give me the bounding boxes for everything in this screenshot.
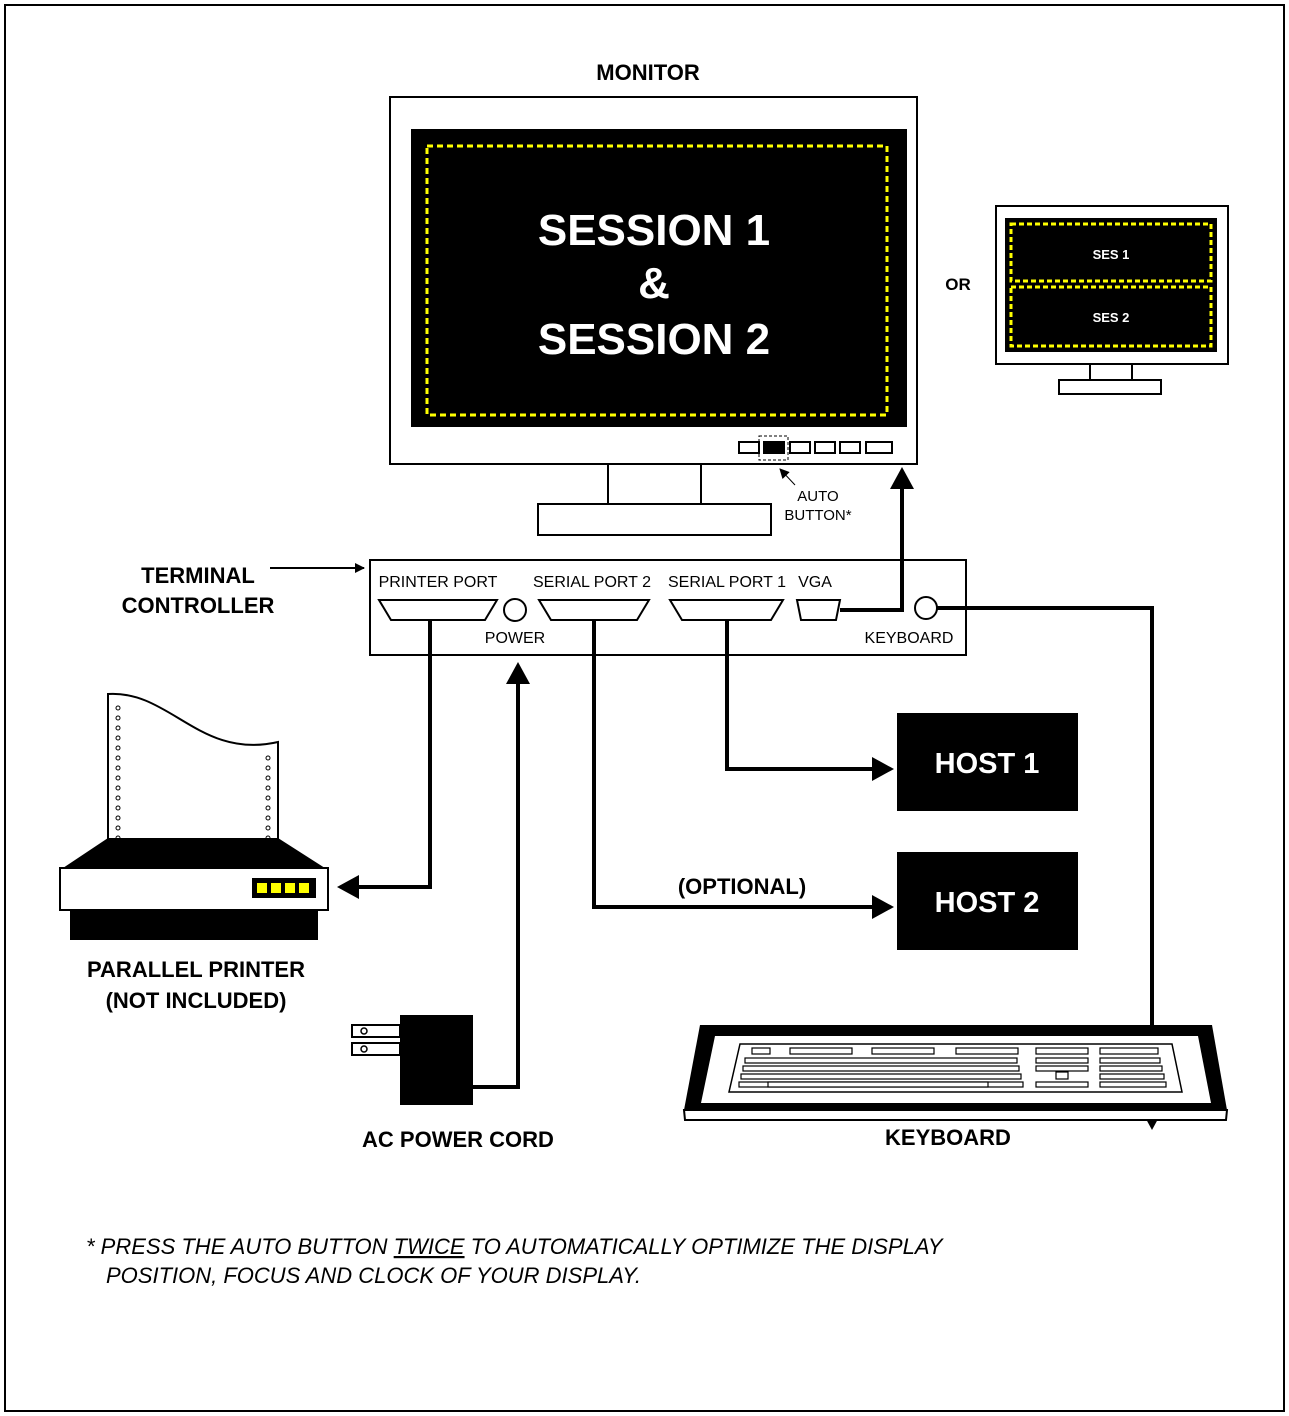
session2-label: SES 2 xyxy=(1093,310,1130,325)
monitor-neck xyxy=(607,463,702,505)
split-monitor: OR SES 1 SES 2 xyxy=(945,205,1229,395)
paper-feed-holes xyxy=(115,705,271,841)
footnote-line-1: * PRESS THE AUTO BUTTON TWICE TO AUTOMAT… xyxy=(86,1234,944,1259)
keyboard-keys xyxy=(738,1047,1167,1088)
split-monitor-base xyxy=(1058,379,1162,395)
controller-title-2: CONTROLLER xyxy=(122,593,275,618)
keyboard-front-edge xyxy=(682,1109,1229,1121)
split-monitor-neck xyxy=(1089,363,1133,381)
host1-label: HOST 1 xyxy=(935,748,1040,780)
keyboard-port[interactable] xyxy=(914,596,938,620)
serial-port-2-label: SERIAL PORT 2 xyxy=(533,574,651,591)
printer-light xyxy=(285,883,295,893)
power-cord-label: AC POWER CORD xyxy=(362,1127,554,1152)
ac-power-adapter: AC POWER CORD xyxy=(351,1015,554,1152)
screen-session1: SESSION 1 xyxy=(538,206,770,255)
footnote-prefix: * PRESS THE AUTO BUTTON xyxy=(86,1234,394,1259)
host1-box xyxy=(897,713,1078,811)
prong-hole xyxy=(360,1045,368,1053)
footnote: * PRESS THE AUTO BUTTON TWICE TO AUTOMAT… xyxy=(86,1234,944,1288)
or-label: OR xyxy=(945,275,971,294)
auto-button[interactable] xyxy=(763,441,785,454)
main-monitor: MONITOR SESSION 1 & SESSION 2 AUTO BUTTO… xyxy=(389,60,918,536)
printer-port-label: PRINTER PORT xyxy=(379,574,498,591)
printer-cable-arrow xyxy=(337,875,359,899)
power-cable-arrow xyxy=(506,662,530,684)
host2-label: HOST 2 xyxy=(935,887,1040,919)
screen-ampersand: & xyxy=(638,259,670,308)
host2-cable xyxy=(592,620,876,909)
session-outline xyxy=(425,144,889,417)
auto-button-label-2: BUTTON* xyxy=(784,507,851,524)
host1-cable-arrow xyxy=(872,757,894,781)
power-label: POWER xyxy=(485,630,545,647)
plug-prong-bottom xyxy=(351,1042,401,1056)
printer-light xyxy=(271,883,281,893)
cables xyxy=(337,467,1164,1130)
vga-cable-arrow xyxy=(890,467,914,489)
screen-session2: SESSION 2 xyxy=(538,315,770,364)
host-1: HOST 1 xyxy=(897,713,1078,811)
monitor-base xyxy=(537,503,772,536)
printer-label-2: (NOT INCLUDED) xyxy=(106,988,287,1013)
footnote-line-2: POSITION, FOCUS AND CLOCK OF YOUR DISPLA… xyxy=(106,1263,641,1288)
power-cable xyxy=(473,680,520,1089)
monitor-button[interactable] xyxy=(839,441,861,454)
monitor-button[interactable] xyxy=(814,441,836,454)
split-monitor-screen xyxy=(1005,218,1217,352)
serial-port-1-label: SERIAL PORT 1 xyxy=(668,574,786,591)
monitor-button[interactable] xyxy=(865,441,893,454)
session1-outline xyxy=(1009,222,1213,283)
plug-prong-top xyxy=(351,1024,401,1038)
printer-base xyxy=(70,910,318,940)
serial-port-1[interactable] xyxy=(668,599,785,621)
keyboard-cable xyxy=(937,606,1154,1112)
host2-cable-arrow xyxy=(872,895,894,919)
keyboard-label: KEYBOARD xyxy=(885,1125,1011,1150)
parallel-printer: PARALLEL PRINTER (NOT INCLUDED) xyxy=(59,692,329,1013)
host2-box xyxy=(897,852,1078,950)
controller-title-1: TERMINAL xyxy=(141,563,255,588)
printer-cable xyxy=(355,620,432,889)
serial-port-2[interactable] xyxy=(537,599,651,621)
vga-cable xyxy=(840,482,904,612)
monitor-button[interactable] xyxy=(789,441,811,454)
printer-paper xyxy=(107,692,279,845)
auto-button-pointer xyxy=(779,468,796,486)
vga-label: VGA xyxy=(798,574,832,591)
session1-label: SES 1 xyxy=(1093,247,1130,262)
optional-label: (OPTIONAL) xyxy=(678,874,806,899)
terminal-controller: TERMINAL CONTROLLER PRINTER PORT SERIAL … xyxy=(122,559,967,656)
power-jack[interactable] xyxy=(503,598,527,622)
printer-light xyxy=(299,883,309,893)
printer-label-1: PARALLEL PRINTER xyxy=(87,957,305,982)
auto-button-label-1: AUTO xyxy=(797,488,838,505)
host1-cable xyxy=(725,620,876,771)
monitor-screen xyxy=(411,129,907,427)
monitor-title: MONITOR xyxy=(596,60,700,85)
adapter-body xyxy=(400,1015,473,1105)
printer-light xyxy=(257,883,267,893)
auto-button-highlight xyxy=(758,435,789,461)
session2-outline xyxy=(1009,285,1213,348)
footnote-suffix: TO AUTOMATICALLY OPTIMIZE THE DISPLAY xyxy=(465,1234,944,1259)
footnote-emphasis: TWICE xyxy=(394,1234,465,1259)
vga-port[interactable] xyxy=(795,599,842,621)
prong-hole xyxy=(360,1027,368,1035)
printer-port[interactable] xyxy=(377,599,499,621)
page-border xyxy=(4,4,1285,1412)
keyboard-port-label: KEYBOARD xyxy=(865,630,954,647)
keyboard-device: KEYBOARD xyxy=(682,1025,1229,1150)
monitor-button[interactable] xyxy=(738,441,760,454)
host-2: HOST 2 xyxy=(897,852,1078,950)
printer-top xyxy=(60,838,328,870)
printer-front xyxy=(59,867,329,911)
